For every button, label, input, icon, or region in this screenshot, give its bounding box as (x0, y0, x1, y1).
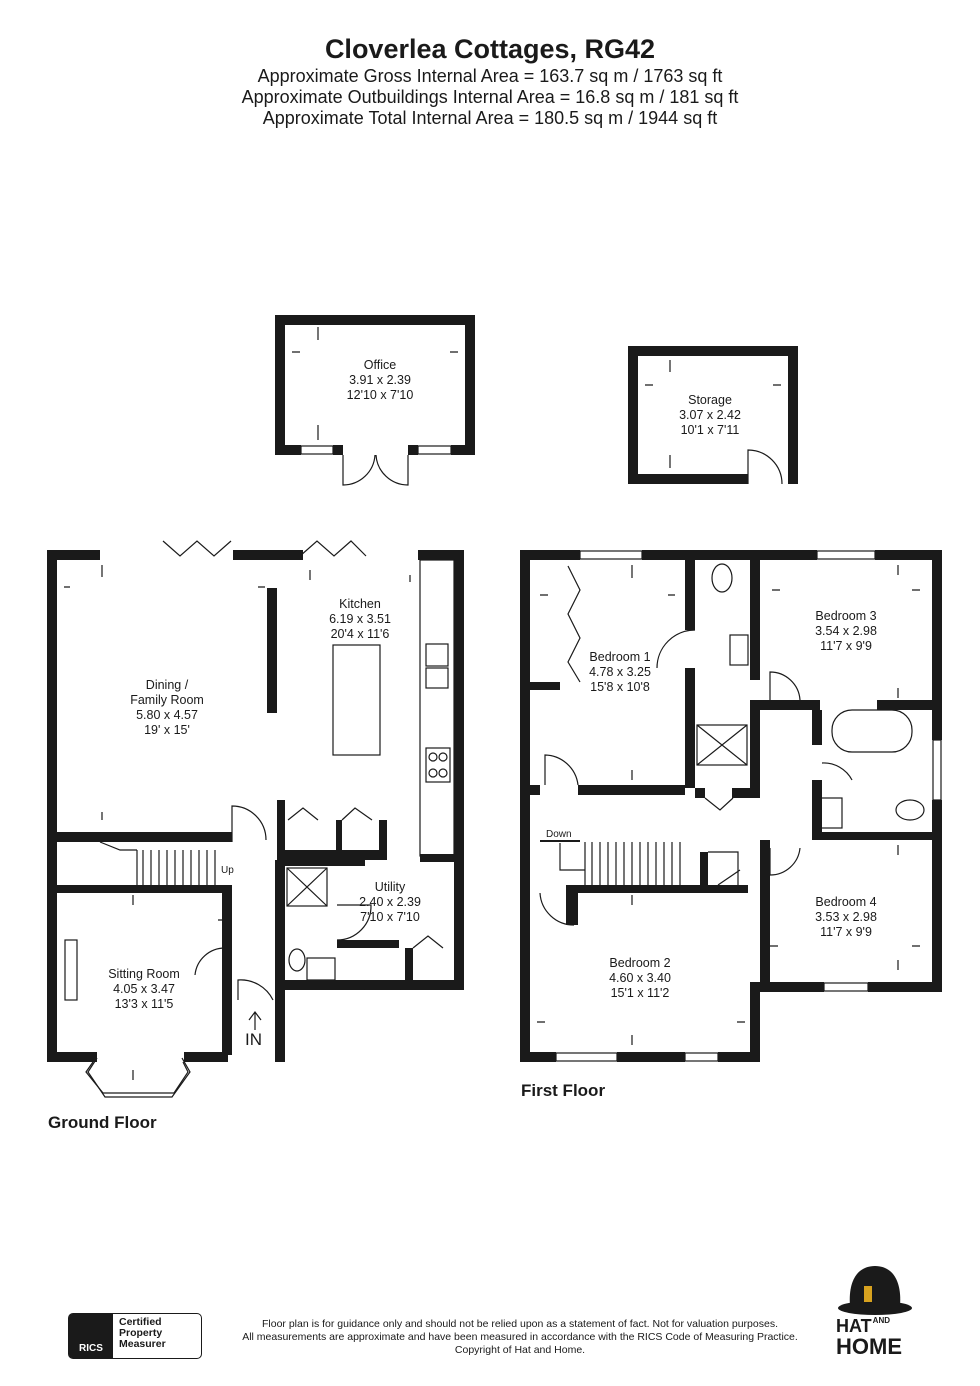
kitchen-name: Kitchen (339, 597, 381, 611)
copyright-line: Copyright of Hat and Home. (454, 1344, 586, 1356)
dining-metric: 5.80 x 4.57 (136, 708, 198, 722)
ground-floor-label: Ground Floor (48, 1113, 157, 1132)
dining-name-1: Dining / (146, 678, 189, 692)
bedroom4-imperial: 11'7 x 9'9 (820, 925, 872, 939)
rics-line-2: Property (119, 1327, 163, 1339)
page-title: Cloverlea Cottages, RG42 (324, 34, 656, 64)
rics-text: Certified Property Measurer (113, 1314, 201, 1358)
bedroom1-name: Bedroom 1 (589, 650, 650, 664)
office-metric: 3.91 x 2.39 (349, 373, 411, 387)
sitting-name: Sitting Room (108, 967, 180, 981)
bedroom3-imperial: 11'7 x 9'9 (820, 639, 872, 653)
bedroom2-metric: 4.60 x 3.40 (609, 971, 671, 985)
utility-imperial: 7'10 x 7'10 (360, 910, 420, 924)
outbuildings-area-text: Approximate Outbuildings Internal Area =… (241, 87, 739, 107)
bedroom2-name: Bedroom 2 (609, 956, 670, 970)
logo-home-text: HOME (836, 1334, 902, 1359)
storage-metric: 3.07 x 2.42 (679, 408, 741, 422)
rics-seal-icon: RICS (69, 1314, 113, 1358)
disclaimer-line-2: All measurements are approximate and hav… (242, 1331, 798, 1343)
kitchen-metric: 6.19 x 3.51 (329, 612, 391, 626)
stairs-up-label: Up (221, 865, 234, 876)
first-floor-plan (520, 550, 942, 1062)
bedroom4-metric: 3.53 x 2.98 (815, 910, 877, 924)
bedroom4-name: Bedroom 4 (815, 895, 876, 909)
bedroom3-name: Bedroom 3 (815, 609, 876, 623)
gross-area-text: Approximate Gross Internal Area = 163.7 … (257, 66, 723, 86)
stairs-down-label: Down (546, 829, 572, 840)
storage-imperial: 10'1 x 7'11 (681, 423, 740, 437)
rics-badge: RICS Certified Property Measurer (68, 1313, 202, 1359)
entrance-label: IN (245, 1030, 262, 1049)
office-outbuilding (275, 315, 475, 486)
first-floor-label: First Floor (521, 1081, 606, 1100)
rics-seal-text: RICS (79, 1343, 103, 1354)
logo-and-text: AND (872, 1316, 891, 1325)
bedroom2-imperial: 15'1 x 11'2 (611, 986, 670, 1000)
storage-outbuilding (628, 346, 798, 485)
utility-metric: 2.40 x 2.39 (359, 895, 421, 909)
logo-hat-text: HATAND (836, 1316, 891, 1336)
utility-name: Utility (375, 880, 406, 894)
dining-name-2: Family Room (130, 693, 204, 707)
hat-and-home-logo: HATAND HOME (832, 1262, 918, 1362)
ground-floor-plan (47, 540, 464, 1098)
office-name: Office (364, 358, 396, 372)
rics-line-3: Measurer (119, 1338, 166, 1350)
total-area-text: Approximate Total Internal Area = 180.5 … (262, 108, 718, 128)
bedroom3-metric: 3.54 x 2.98 (815, 624, 877, 638)
bedroom1-imperial: 15'8 x 10'8 (590, 680, 650, 694)
disclaimer-line-1: Floor plan is for guidance only and shou… (262, 1318, 778, 1330)
storage-name: Storage (688, 393, 732, 407)
sitting-imperial: 13'3 x 11'5 (115, 997, 174, 1011)
sitting-metric: 4.05 x 3.47 (113, 982, 175, 996)
rics-line-1: Certified (119, 1316, 162, 1328)
office-imperial: 12'10 x 7'10 (347, 388, 414, 402)
dining-imperial: 19' x 15' (144, 723, 190, 737)
bowler-hat-icon (838, 1266, 912, 1315)
kitchen-imperial: 20'4 x 11'6 (331, 627, 390, 641)
bedroom1-metric: 4.78 x 3.25 (589, 665, 651, 679)
